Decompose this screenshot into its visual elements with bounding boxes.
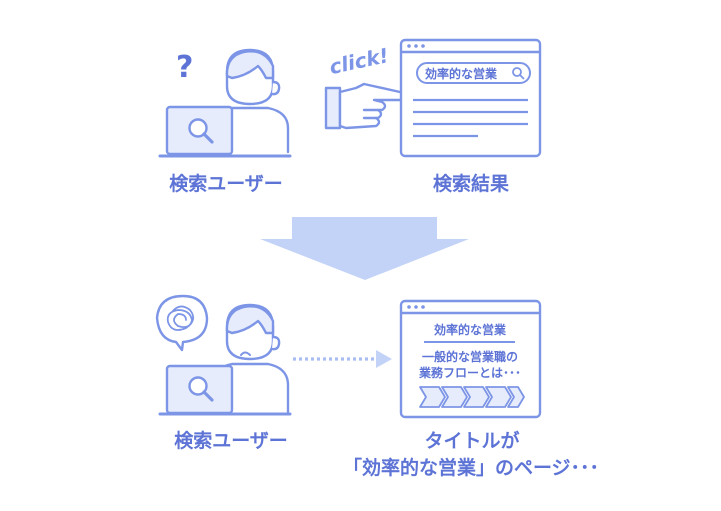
bottom-user-label: 検索ユーザー	[174, 429, 288, 452]
top-user-label: 検索ユーザー	[169, 172, 283, 195]
search-bar	[416, 62, 531, 84]
top-user-illustration: ?	[158, 48, 292, 158]
click-text: click!	[327, 43, 391, 79]
top-user-ear	[270, 80, 281, 96]
search-query-text: 効率的な営業	[425, 66, 498, 81]
result-page-window	[399, 299, 542, 419]
top-laptop-magnifier-icon	[188, 118, 208, 138]
scribble-icon	[166, 305, 195, 331]
frown-mouth	[240, 351, 251, 356]
top-user-hair	[225, 50, 275, 80]
pointing-hand-icon	[324, 82, 405, 130]
bottom-user-hair	[225, 305, 275, 335]
down-arrow	[260, 217, 469, 280]
search-results-window	[399, 38, 542, 158]
caption-line1: タイトルが	[424, 429, 519, 452]
search-icon	[512, 67, 522, 77]
result-page-body-line2: 業務フローとは･･･	[418, 365, 521, 380]
dotted-arrow	[293, 350, 392, 368]
bottom-user-illustration	[155, 294, 292, 416]
bottom-laptop-magnifier-icon	[188, 376, 208, 396]
question-mark: ?	[176, 50, 193, 85]
flow-chevrons	[419, 386, 525, 408]
results-label: 検索結果	[433, 172, 509, 195]
result-page-title: 効率的な営業	[434, 322, 507, 337]
caption-line2: 「効率的な営業」のページ･･･	[343, 456, 599, 479]
thought-bubble	[155, 294, 209, 352]
result-page-body-line1: 一般的な営業職の	[422, 349, 518, 364]
